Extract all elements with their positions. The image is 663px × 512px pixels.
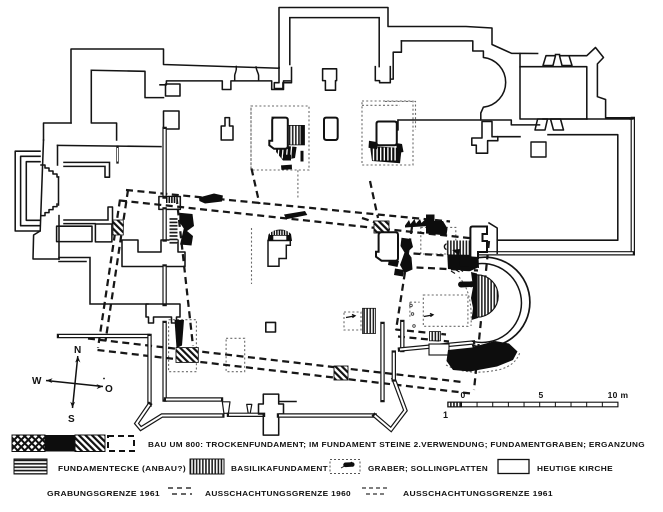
svg-text:BASILIKAFUNDAMENT: BASILIKAFUNDAMENT (231, 466, 329, 473)
svg-text:5: 5 (538, 390, 543, 400)
svg-text:GRABUNGSGRENZE 1961: GRABUNGSGRENZE 1961 (47, 491, 160, 498)
svg-text:1: 1 (443, 410, 448, 420)
svg-text:N: N (74, 345, 82, 356)
svg-text:HEUTIGE KIRCHE: HEUTIGE KIRCHE (537, 466, 613, 473)
svg-text:O: O (105, 384, 113, 395)
svg-text:W: W (32, 376, 42, 387)
svg-text:10 m: 10 m (608, 390, 629, 400)
svg-text:FUNDAMENTECKE (ANBAU?): FUNDAMENTECKE (ANBAU?) (58, 466, 186, 473)
svg-text:S: S (68, 414, 75, 425)
svg-text:BAU UM 800: TROCKENFUNDAMENT;: BAU UM 800: TROCKENFUNDAMENT; IM FUNDAME… (148, 442, 645, 449)
svg-text:AUSSCHACHTUNGSGRENZE 1961: AUSSCHACHTUNGSGRENZE 1961 (403, 491, 553, 498)
svg-text:GRABER; SOLLINGPLATTEN: GRABER; SOLLINGPLATTEN (368, 466, 488, 473)
svg-text:AUSSCHACHTUNGSGRENZE 1960: AUSSCHACHTUNGSGRENZE 1960 (205, 491, 351, 498)
svg-text:0: 0 (460, 390, 465, 400)
